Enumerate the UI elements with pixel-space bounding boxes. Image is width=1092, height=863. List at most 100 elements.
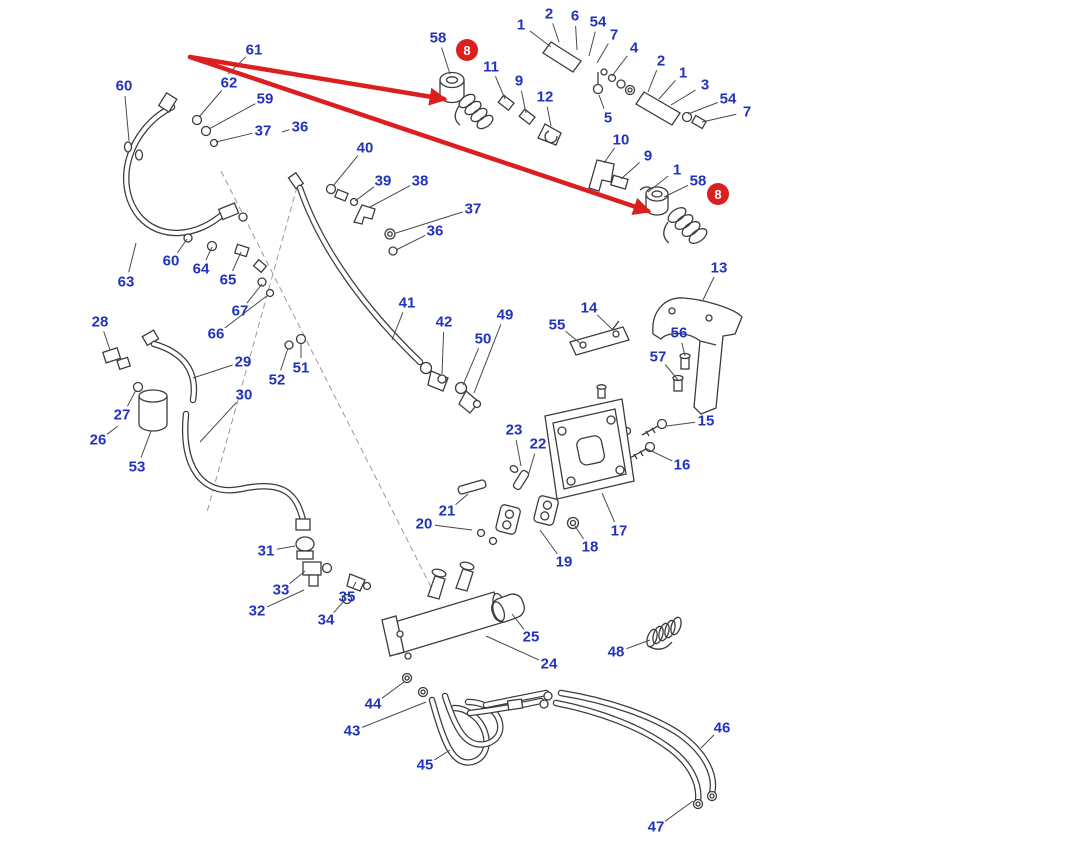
- part-number-44[interactable]: 44: [364, 695, 382, 713]
- leader-line: [546, 106, 552, 127]
- part-number-60[interactable]: 60: [115, 77, 133, 95]
- leader-line: [205, 246, 213, 261]
- part-number-33[interactable]: 33: [272, 581, 290, 599]
- part-number-59[interactable]: 59: [256, 90, 274, 108]
- part-number-40[interactable]: 40: [356, 139, 374, 157]
- part-number-17[interactable]: 17: [610, 522, 628, 540]
- part-number-31[interactable]: 31: [257, 542, 275, 560]
- part-number-5[interactable]: 5: [603, 109, 613, 127]
- leader-line: [539, 529, 558, 555]
- part-number-23[interactable]: 23: [505, 421, 523, 439]
- leader-line: [575, 25, 578, 51]
- part-number-46[interactable]: 46: [713, 719, 731, 737]
- part-number-48[interactable]: 48: [607, 643, 625, 661]
- part-number-60[interactable]: 60: [162, 252, 180, 270]
- part-number-29[interactable]: 29: [234, 353, 252, 371]
- part-number-22[interactable]: 22: [529, 435, 547, 453]
- leader-line: [276, 545, 296, 550]
- part-number-30[interactable]: 30: [235, 386, 253, 404]
- part-number-55[interactable]: 55: [548, 316, 566, 334]
- leader-line: [664, 800, 694, 822]
- leader-line: [702, 276, 715, 301]
- part-number-39[interactable]: 39: [374, 172, 392, 190]
- leader-line: [395, 234, 426, 251]
- part-number-1[interactable]: 1: [516, 16, 526, 34]
- leader-line: [666, 421, 696, 427]
- part-number-28[interactable]: 28: [91, 313, 109, 331]
- part-number-2[interactable]: 2: [544, 5, 554, 23]
- clamp-48-drawing: [646, 616, 682, 650]
- leader-line: [192, 364, 233, 379]
- leader-line: [620, 162, 640, 180]
- part-number-21[interactable]: 21: [438, 502, 456, 520]
- part-number-62[interactable]: 62: [220, 74, 238, 92]
- leader-line: [598, 94, 605, 109]
- part-number-4[interactable]: 4: [629, 39, 639, 57]
- part-number-2[interactable]: 2: [656, 52, 666, 70]
- part-number-35[interactable]: 35: [338, 588, 356, 606]
- leader-line: [332, 155, 359, 187]
- part-number-54[interactable]: 54: [589, 13, 607, 31]
- part-number-45[interactable]: 45: [416, 756, 434, 774]
- part-number-14[interactable]: 14: [580, 299, 598, 317]
- part-number-65[interactable]: 65: [219, 271, 237, 289]
- part-number-42[interactable]: 42: [435, 313, 453, 331]
- part-number-47[interactable]: 47: [647, 818, 665, 836]
- part-number-64[interactable]: 64: [192, 260, 210, 278]
- part-number-51[interactable]: 51: [292, 359, 310, 377]
- part-number-13[interactable]: 13: [710, 259, 728, 277]
- leader-line: [441, 331, 445, 375]
- part-number-9[interactable]: 9: [514, 72, 524, 90]
- part-number-61[interactable]: 61: [245, 41, 263, 59]
- leader-line: [362, 701, 427, 728]
- part-number-3[interactable]: 3: [700, 76, 710, 94]
- part-number-10[interactable]: 10: [612, 131, 630, 149]
- part-number-37[interactable]: 37: [254, 122, 272, 140]
- part-number-57[interactable]: 57: [649, 348, 667, 366]
- part-number-43[interactable]: 43: [343, 722, 361, 740]
- part-number-32[interactable]: 32: [248, 602, 266, 620]
- part-number-63[interactable]: 63: [117, 273, 135, 291]
- part-number-36[interactable]: 36: [291, 118, 309, 136]
- part-number-54[interactable]: 54: [719, 90, 737, 108]
- leader-line: [177, 238, 188, 254]
- part-number-49[interactable]: 49: [496, 306, 514, 324]
- part-number-7[interactable]: 7: [609, 26, 619, 44]
- part-number-16[interactable]: 16: [673, 456, 691, 474]
- part-number-12[interactable]: 12: [536, 88, 554, 106]
- part-number-41[interactable]: 41: [398, 294, 416, 312]
- part-number-34[interactable]: 34: [317, 611, 335, 629]
- part-number-56[interactable]: 56: [670, 324, 688, 342]
- part-number-19[interactable]: 19: [555, 553, 573, 571]
- part-number-15[interactable]: 15: [697, 412, 715, 430]
- leader-line: [354, 186, 375, 202]
- part-number-52[interactable]: 52: [268, 371, 286, 389]
- fitting-cluster-center-drawing: [325, 183, 398, 256]
- part-number-53[interactable]: 53: [128, 458, 146, 476]
- part-number-20[interactable]: 20: [415, 515, 433, 533]
- part-number-11[interactable]: 11: [483, 58, 499, 76]
- part-number-66[interactable]: 66: [207, 325, 225, 343]
- part-number-38[interactable]: 38: [411, 172, 429, 190]
- part-number-58[interactable]: 58: [429, 29, 447, 47]
- part-number-37[interactable]: 37: [464, 200, 482, 218]
- part-number-9[interactable]: 9: [643, 147, 653, 165]
- part-number-67[interactable]: 67: [231, 302, 249, 320]
- part-number-36[interactable]: 36: [426, 222, 444, 240]
- part-number-1[interactable]: 1: [672, 161, 682, 179]
- highlighted-part-badge-8[interactable]: 8: [707, 183, 729, 205]
- part-number-6[interactable]: 6: [570, 7, 580, 25]
- part-number-25[interactable]: 25: [522, 628, 540, 646]
- part-number-18[interactable]: 18: [581, 538, 599, 556]
- part-number-50[interactable]: 50: [474, 330, 492, 348]
- part-number-7[interactable]: 7: [742, 103, 752, 121]
- highlighted-part-badge-8[interactable]: 8: [456, 39, 478, 61]
- part-number-24[interactable]: 24: [540, 655, 558, 673]
- part-number-58[interactable]: 58: [689, 172, 707, 190]
- leader-line: [391, 312, 404, 341]
- part-number-26[interactable]: 26: [89, 431, 107, 449]
- part-number-27[interactable]: 27: [113, 406, 131, 424]
- part-number-1[interactable]: 1: [678, 64, 688, 82]
